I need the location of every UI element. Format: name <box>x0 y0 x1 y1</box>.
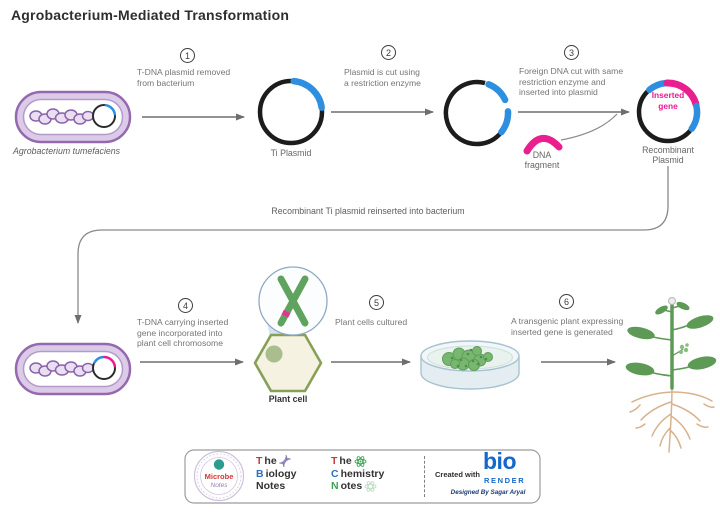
dna-icon <box>279 455 291 468</box>
biology-b-rest: iology <box>265 467 297 480</box>
step-6-text: A transgenic plant expressing inserted g… <box>511 316 624 337</box>
step-2-text: Plasmid is cut using a restriction enzym… <box>344 67 421 88</box>
inserted-gene-label: Inserted gene <box>651 90 685 111</box>
transgenic-plant-illustration <box>625 297 717 453</box>
cell-speckles <box>450 348 488 368</box>
step-5-text: Plant cells cultured <box>335 317 408 327</box>
chemistry-c-rest: hemistry <box>340 467 385 480</box>
step-1-marker: 1 <box>180 48 195 63</box>
nucleus <box>265 345 283 363</box>
microbe-notes-badge <box>193 450 245 502</box>
biorender-logo-bio: bio <box>483 448 517 474</box>
ti-plasmid-illustration <box>257 77 325 146</box>
chromosome-with-inserted-gene <box>277 275 309 327</box>
biology-the-rest: he <box>264 455 277 468</box>
plant-cell-label: Plant cell <box>268 394 308 404</box>
biology-the-t: T <box>256 455 263 468</box>
ti-plasmid-label: Ti Plasmid <box>270 148 312 158</box>
chemistry-n-rest: otes <box>340 480 363 493</box>
ti-plasmid-in-bacterium <box>92 104 116 128</box>
step-6-marker: 6 <box>559 294 574 309</box>
biorender-logo-render: RENDER <box>484 476 526 485</box>
dna-insertion-curve <box>560 113 618 141</box>
flower-cluster <box>679 343 689 354</box>
atom-watermark-icon <box>364 480 377 492</box>
transformed-agrobacterium-illustration <box>14 342 132 396</box>
chemistry-c: C <box>331 467 339 480</box>
recombinant-plasmid-illustration <box>636 79 701 144</box>
microbe-notes-name: Microbe <box>204 472 234 481</box>
cut-plasmid-illustration <box>443 79 512 147</box>
agrobacterium-illustration <box>14 90 132 144</box>
plant-bud <box>668 297 676 305</box>
biology-b: B <box>256 467 264 480</box>
footer-divider <box>424 456 425 497</box>
step-4-text: T-DNA carrying inserted gene incorporate… <box>137 317 229 349</box>
recombinant-plasmid-label: Recombinant Plasmid <box>642 145 694 165</box>
step-3-marker: 3 <box>564 45 579 60</box>
petri-dish-illustration <box>420 340 520 390</box>
step-4-marker: 4 <box>178 298 193 313</box>
reinsertion-connector-arrow <box>74 166 669 324</box>
reinsertion-label: Recombinant Ti plasmid reinserted into b… <box>271 206 465 216</box>
dna-fragment-illustration <box>523 135 563 155</box>
step-1-text: T-DNA plasmid removed from bacterium <box>137 67 231 88</box>
step-2-marker: 2 <box>381 45 396 60</box>
plant-cell-illustration <box>253 266 328 393</box>
atom-icon <box>354 455 367 467</box>
chemistry-n: N <box>331 480 339 493</box>
microbe-notes-sub: Notes <box>210 482 228 489</box>
microbe-icon <box>213 459 225 470</box>
chemistry-the-t: T <box>331 455 338 468</box>
biology-line-3: Notes <box>256 480 297 493</box>
plant-roots <box>629 387 715 453</box>
step-5-marker: 5 <box>369 295 384 310</box>
step-3-text: Foreign DNA cut with same restriction en… <box>519 66 624 98</box>
chemistry-the-rest: he <box>339 455 352 468</box>
plant-leaves <box>625 301 717 376</box>
biology-notes-word: Notes <box>256 480 286 493</box>
dna-fragment-label: DNA fragment <box>524 150 560 170</box>
designed-by-label: Designed By Sagar Aryal <box>450 489 526 496</box>
bacterial-chromosome-squiggle <box>29 108 95 125</box>
footer-box <box>184 449 541 504</box>
page-title: Agrobacterium-Mediated Transformation <box>11 7 290 23</box>
agrobacterium-label: Agrobacterium tumefaciens <box>13 146 121 156</box>
created-with-label: Created with <box>435 470 481 479</box>
